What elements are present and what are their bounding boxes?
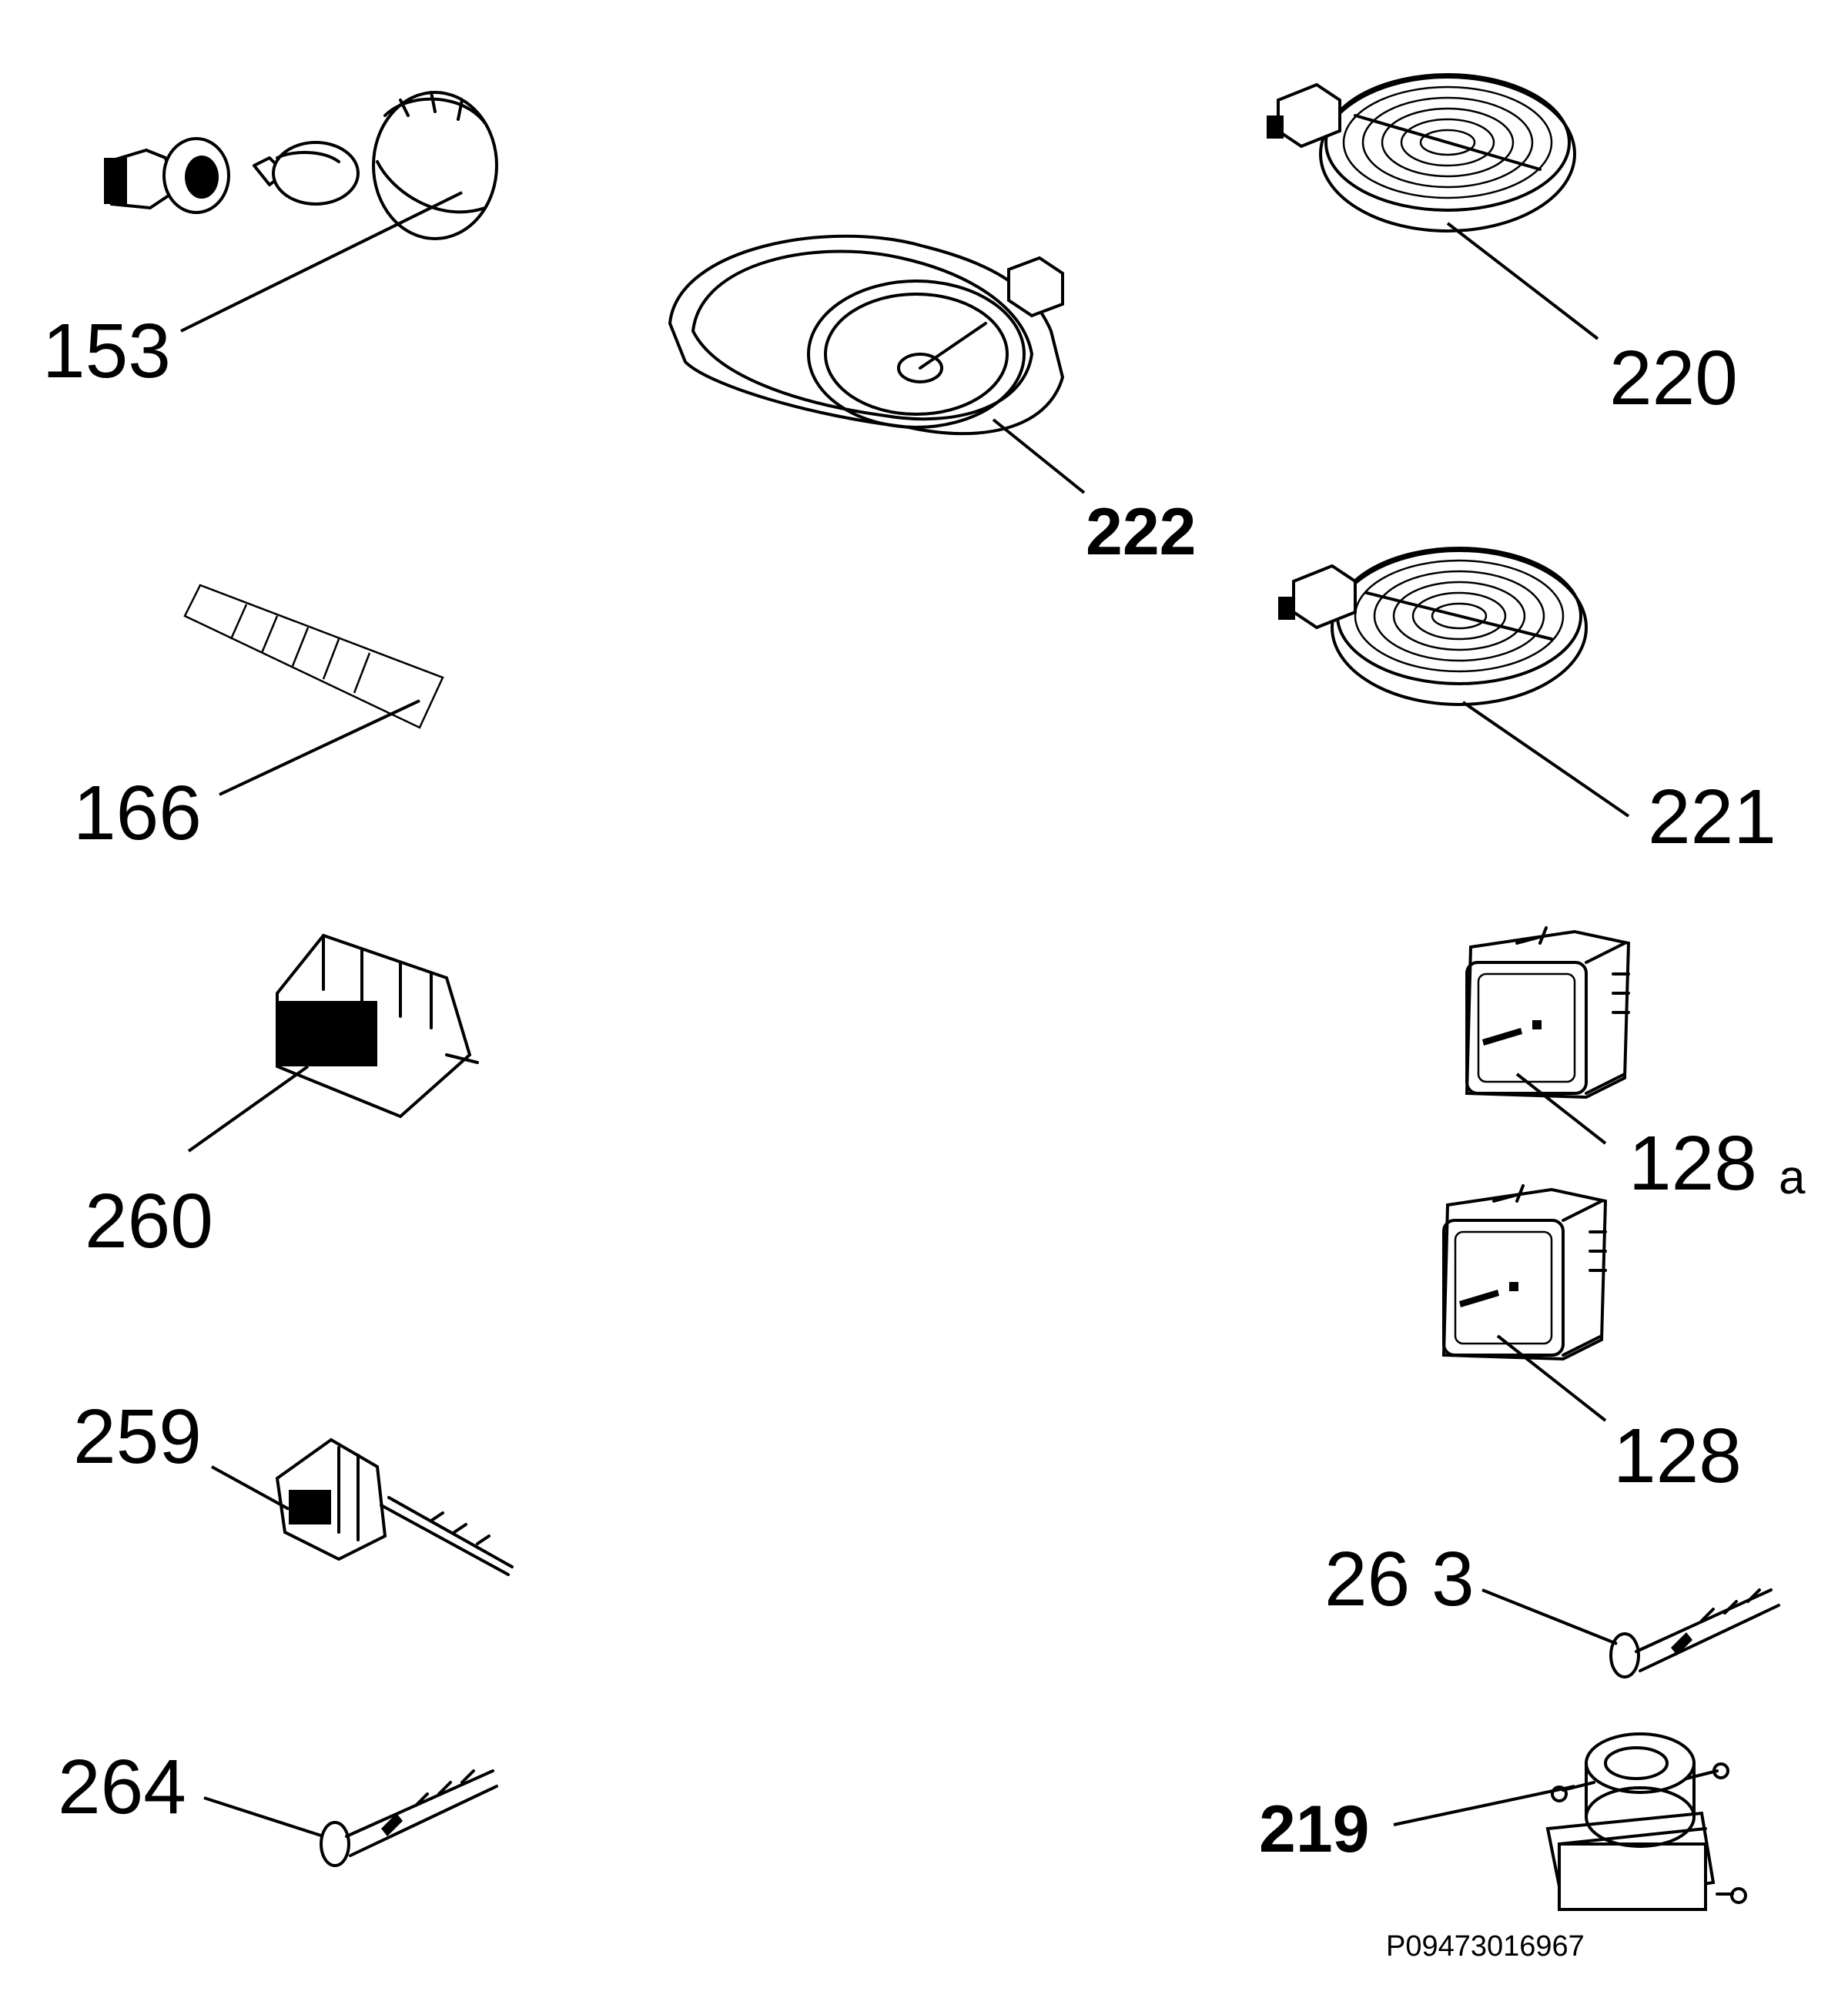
leader-263 [1481, 1588, 1618, 1645]
part-128a-energy-regulator [1465, 926, 1631, 1099]
leader-259 [211, 1465, 290, 1511]
part-number-219: 219 [1259, 1792, 1370, 1866]
leader-219 [1393, 1785, 1575, 1826]
part-number-259: 259 [73, 1394, 202, 1480]
drawing-reference-code: P09473016967 [1386, 1930, 1585, 1963]
part-number-220: 220 [1609, 335, 1738, 421]
part-number-260: 260 [85, 1178, 213, 1264]
part-number-128a-suffix: a [1779, 1151, 1806, 1204]
leader-260 [187, 1065, 310, 1153]
part-number-263: 26 3 [1324, 1536, 1475, 1622]
part-number-153: 153 [42, 308, 171, 394]
part-264-ignition-component [320, 1769, 498, 1867]
part-221-radiant-hotplate [1278, 547, 1588, 706]
leader-128a [1515, 1073, 1607, 1145]
part-number-221: 221 [1648, 774, 1776, 860]
part-153-oven-lamp [104, 91, 498, 240]
part-220-radiant-hotplate [1267, 73, 1576, 233]
part-219-thermostat [1545, 1732, 1747, 1911]
leader-166 [219, 699, 420, 796]
part-number-222: 222 [1086, 495, 1197, 569]
part-260-selector-switch [276, 933, 479, 1119]
part-259-switch-with-shaft [275, 1437, 514, 1576]
part-number-166: 166 [73, 770, 202, 856]
part-number-264: 264 [58, 1744, 186, 1830]
part-222-oval-hotplate [668, 234, 1064, 436]
leader-153 [180, 191, 463, 333]
leader-222 [992, 418, 1086, 494]
part-number-128a: 128 [1629, 1120, 1757, 1206]
part-263-ignition-component [1609, 1588, 1780, 1678]
leader-264 [203, 1796, 324, 1838]
leader-128 [1496, 1334, 1607, 1422]
part-166-label-strip [183, 584, 444, 729]
part-128-energy-regulator [1441, 1184, 1608, 1361]
leader-220 [1446, 222, 1599, 340]
part-number-128: 128 [1613, 1413, 1742, 1499]
leader-221 [1461, 701, 1630, 818]
